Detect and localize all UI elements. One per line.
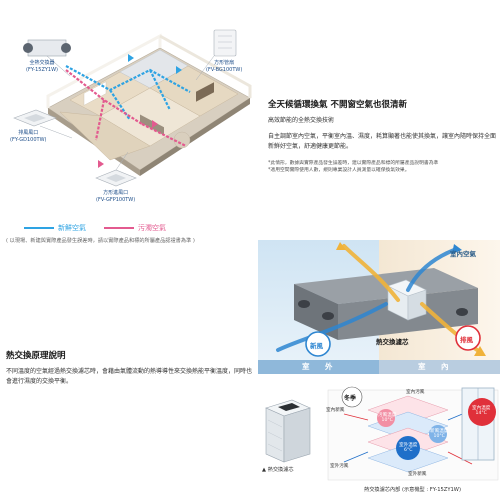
port-1 bbox=[298, 300, 310, 308]
room-office bbox=[59, 111, 151, 161]
hero-body: 自主調節室內空氣，平衡室內溫、濕度，耗算顯著也能使其換氣，讓室內隨時保持全面新鮮… bbox=[268, 133, 497, 150]
dirty-arrow-2 bbox=[98, 160, 104, 168]
dirty-temp-value: 10°C bbox=[381, 418, 393, 423]
supply-port-model: (FV-GFP100TW) bbox=[96, 197, 136, 203]
flow-outdoor-dirty: 室外污風 bbox=[330, 464, 349, 469]
dirty-temp-label: 污風溫度 10°C bbox=[378, 413, 396, 423]
diagram-graphic bbox=[258, 240, 500, 481]
arrowhead-fresh bbox=[452, 244, 462, 254]
exhaust-label: 排風 bbox=[460, 336, 473, 344]
exhaust-badge bbox=[455, 325, 481, 351]
fresh-air-badge bbox=[305, 331, 331, 357]
filter-caption: ▲ 熱交換濾芯 bbox=[262, 467, 294, 473]
fresh-flow-up bbox=[406, 248, 456, 292]
outdoor-temp-value: 6°C bbox=[403, 448, 413, 453]
indoor-bar-label: 室 內 bbox=[418, 362, 453, 371]
hero-notes: *此情形，數據與實際產品發生誤差時，建以實際產品和標的所屬產品說明書為準 *適用… bbox=[268, 160, 496, 174]
legend-dirty-swatch bbox=[104, 227, 134, 229]
outdoor-temp-bubble bbox=[396, 436, 420, 460]
fresh-temp-value: 10°C bbox=[433, 434, 445, 439]
wall-outline-right bbox=[159, 34, 252, 98]
dirty-arrow-1 bbox=[152, 120, 158, 128]
fresh-arrow-2 bbox=[176, 66, 182, 74]
winter-label: 冬季 bbox=[344, 395, 357, 402]
arrowhead-exhaust bbox=[336, 242, 346, 250]
heat-exchange-diagram: 室內空氣 新風 排風 熱交換濾芯 室 外 室 內 冬季 室內新風 室內污風 室外… bbox=[258, 240, 500, 500]
flow-indoor-dirty: 室內污風 bbox=[406, 390, 425, 395]
inner-core-caption: 熱交換濾芯內部 (示意機型 : FY-15ZY1W) bbox=[364, 487, 461, 493]
indoor-temp-bubble bbox=[468, 398, 496, 426]
exhaust-port-model: (FY-GD100TW) bbox=[10, 137, 47, 143]
fresh-temp-text: 新風溫度 bbox=[430, 429, 449, 434]
winter-badge bbox=[341, 386, 363, 408]
table bbox=[196, 82, 214, 102]
outdoor-bar-label: 室 外 bbox=[302, 362, 337, 371]
wall-fan-callout: 方形管扇 (FV-BG100TW) bbox=[206, 60, 242, 74]
floor-side-right bbox=[140, 98, 250, 176]
hero-subtitle: 高效節能的全熱交換技術 bbox=[268, 117, 335, 124]
wall-outline bbox=[46, 33, 162, 108]
port-3 bbox=[456, 308, 468, 316]
heat-exchanger-name: 全熱交換器 bbox=[29, 60, 55, 66]
fresh-arrow-1 bbox=[128, 54, 134, 62]
wall-fan-name: 方形管扇 bbox=[214, 60, 235, 66]
exhaust-flow-arrow bbox=[342, 244, 400, 302]
principle-body: 不同溫度的空氣經過熱交換濾芯時，會藉由氣體流動的熱導導性來交換熱能平衡溫度，同時… bbox=[6, 368, 253, 385]
outdoor-temp-text: 室外溫度 bbox=[399, 443, 418, 448]
hero-note-1: *此情形，數據與實際產品發生誤差時，建以實際產品和標的所屬產品說明書為準 bbox=[268, 161, 439, 166]
room-dining bbox=[149, 65, 239, 117]
supply-port-device bbox=[95, 151, 137, 187]
wall-fan-device bbox=[195, 29, 237, 81]
principle-title: 熱交換原理說明 bbox=[6, 351, 66, 361]
house-illustration: 全熱交換器 (FY-15ZY1W) 方形管扇 (FV-BG100TW) 排風風口… bbox=[0, 0, 265, 235]
legend-fresh-label: 新鮮空氣 bbox=[58, 224, 86, 232]
outdoor-bar bbox=[258, 360, 379, 374]
heat-exchanger-model: (FY-15ZY1W) bbox=[26, 67, 59, 73]
round-rug bbox=[173, 131, 191, 149]
heat-exchanger-device bbox=[23, 39, 71, 77]
fresh-air-label: 新風 bbox=[310, 342, 323, 350]
fresh-temp-bubble bbox=[429, 425, 447, 443]
port-2 bbox=[322, 312, 334, 320]
supply-port-name: 方形進風口 bbox=[103, 190, 129, 196]
indoor-air-label: 室內空氣 bbox=[450, 250, 476, 258]
wall-fan-model: (FV-BG100TW) bbox=[206, 67, 243, 73]
indoor-temp-text: 室內溫度 bbox=[472, 406, 491, 411]
hero-title: 全天候循環換氣 不開窗空氣也很清新 bbox=[268, 100, 407, 110]
exhaust-port-callout: 排風風口 (FY-GD100TW) bbox=[10, 130, 47, 144]
fresh-temp-label: 新風溫度 10°C bbox=[430, 429, 448, 439]
dirty-temp-bubble bbox=[377, 409, 395, 427]
exhaust-port-device bbox=[13, 109, 73, 139]
legend-dirty-label: 污濁空氣 bbox=[138, 224, 166, 232]
indoor-temp-label: 室內溫度 14°C bbox=[472, 406, 490, 416]
house-floorplan-graphic bbox=[13, 29, 252, 187]
fresh-air-duct bbox=[65, 65, 191, 121]
unit-front bbox=[294, 284, 338, 340]
dirty-temp-text: 污風溫度 bbox=[378, 413, 397, 418]
flow-outdoor-fresh: 室外新風 bbox=[408, 472, 427, 477]
supply-port-callout: 方形進風口 (FV-GFP100TW) bbox=[96, 190, 135, 204]
dirty-air-duct bbox=[65, 69, 187, 147]
heat-exchanger-callout: 全熱交換器 (FY-15ZY1W) bbox=[26, 60, 58, 74]
house-footnote: ( 以現場、新建與實際產品發生誤差時，請以實際產品和標的所屬產品認證書為準 ) bbox=[6, 238, 195, 244]
indoor-bar bbox=[379, 360, 500, 374]
hero-note-2: *適用空間實際使用人數，規則專業設計人員測量以確保換氣效果。 bbox=[268, 168, 410, 173]
outdoor-temp-label: 室外溫度 6°C bbox=[399, 443, 417, 453]
core-label: 熱交換濾芯 bbox=[376, 338, 409, 346]
indoor-temp-value: 14°C bbox=[475, 411, 487, 416]
legend-fresh-air: 新鮮空氣 bbox=[24, 224, 86, 233]
legend-dirty-air: 污濁空氣 bbox=[104, 224, 166, 233]
flow-indoor-fresh: 室內新風 bbox=[326, 408, 345, 413]
exhaust-port-name: 排風風口 bbox=[18, 130, 39, 136]
filter-cube-illustration bbox=[265, 399, 311, 463]
arrowhead-exhaust-down bbox=[474, 346, 486, 356]
legend-fresh-swatch bbox=[24, 227, 54, 229]
